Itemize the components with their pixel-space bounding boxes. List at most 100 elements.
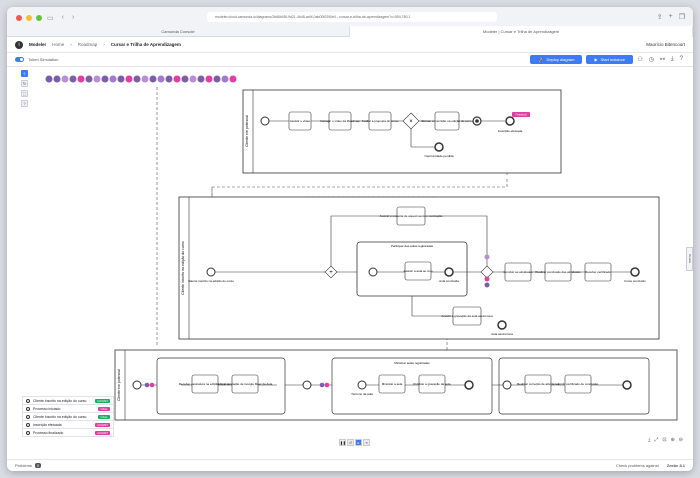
zoom-in-icon[interactable]: ⊕ — [670, 437, 675, 443]
maximize-window-button[interactable] — [36, 15, 42, 21]
event-aula-concluida: Aula concluída — [439, 279, 459, 283]
share-icon[interactable]: ⚯ — [659, 57, 665, 63]
task-enviar-google-meet[interactable]: Enviar a relação de Google Meet da Aula — [218, 382, 273, 386]
log-entry-badge: COUNT — [95, 398, 110, 403]
select-tool-icon[interactable]: ⊹ — [21, 70, 28, 77]
download-icon[interactable]: ⤓ — [648, 437, 651, 443]
minimize-window-button[interactable] — [26, 15, 32, 21]
status-right: Check problems against Zeebe 8.1 — [616, 463, 685, 468]
properties-panel-toggle[interactable]: Details — [686, 247, 693, 271]
task-avaliar-proposta[interactable]: Avaliar a proposta do curso — [362, 119, 399, 123]
event-aula-assincrona: Aula assíncrona — [491, 332, 513, 336]
play-icon: ▶ — [594, 57, 598, 62]
modeling-palette: ⊹ ↻ ⬚ ? — [21, 70, 30, 107]
event-curso-concluido: Curso concluído — [624, 279, 646, 283]
pool-3-label: Cliente em potencial — [117, 369, 121, 401]
pool-1-label: Cliente em potencial — [245, 115, 249, 147]
task-receber-assinatura[interactable]: Receber assinatura na edição do curso — [179, 382, 232, 386]
new-tab-icon[interactable]: + — [668, 13, 673, 20]
token-simulation-label: Token Simulation — [28, 57, 59, 62]
subprocess-ministrar-aulas[interactable]: Ministrar aulas registradas — [394, 361, 430, 365]
event-icon — [26, 430, 30, 435]
plus-icon: + — [329, 270, 333, 276]
nav-controls: ▭ ‹ › — [47, 14, 74, 22]
tabs-overview-icon[interactable]: ❐ — [678, 14, 685, 21]
task-publicar-gravacao[interactable]: Publicar a gravação da aula — [413, 382, 451, 386]
zoom-out-icon[interactable]: ⊖ — [678, 437, 683, 443]
task-concluir-atividades[interactable]: Concluir as atividades — [503, 270, 533, 274]
tab-console[interactable]: Camunda Console — [7, 26, 350, 37]
share-icon[interactable]: ⇪ — [656, 14, 663, 21]
pool-1[interactable]: Cliente em potencial Assistir o vídeo In… — [242, 89, 562, 174]
deploy-diagram-button[interactable]: 🚀Deploy diagram — [530, 55, 583, 64]
sidebar-icon[interactable]: ▭ — [47, 15, 54, 22]
forward-icon[interactable]: › — [71, 14, 75, 21]
tab-bar: Camunda Console Modeler | Cursar e Trilh… — [7, 26, 693, 37]
user-menu[interactable]: Maurício Bitencourt — [646, 42, 685, 47]
check-problems-label: Check problems against — [615, 463, 659, 468]
canvas-controls: ⤓ ⤢ ⊡ ⊕ ⊖ — [648, 437, 683, 443]
collaborators-icon[interactable]: ⚇ — [637, 57, 643, 63]
log-entry-label: Cliente inscrito na edição do curso — [33, 414, 87, 419]
fit-icon[interactable]: ⊡ — [662, 437, 667, 443]
task-efetuar-inscricao[interactable]: Efetuar a inscrição na edição do curso — [421, 119, 472, 123]
app-title: Modeler — [29, 42, 47, 47]
browser-window: ▭ ‹ › modeler.cloud.camunda.io/diagrams/… — [7, 7, 693, 471]
window-controls — [16, 15, 42, 21]
event-termino-aula: Término da aula — [351, 392, 373, 396]
hand-tool-icon[interactable]: ↻ — [21, 80, 28, 87]
task-material-aquecimento[interactable]: Assistir o material de aquecimento e mot… — [380, 214, 443, 218]
history-icon[interactable]: ◷ — [648, 57, 654, 63]
camunda-logo[interactable]: i — [15, 40, 23, 49]
event-inscricao-efetuada: Inscrição efetuada — [498, 129, 523, 133]
event-icon — [26, 414, 30, 419]
task-conclusao-atividades[interactable]: Realizar conclusão das atividades — [535, 270, 581, 274]
tab-modeler[interactable]: Modeler | Cursar e Trilha de Aprendizage… — [350, 26, 693, 37]
bpmn-canvas[interactable]: ⊹ ↻ ⬚ ? — [7, 67, 693, 447]
task-assistir-video[interactable]: Assistir o vídeo — [290, 119, 311, 123]
task-gravacao-aula[interactable]: Assistir a gravação da aula assíncrona — [441, 314, 493, 318]
log-icon[interactable]: ≡ — [363, 439, 370, 446]
task-aula-ao-vivo[interactable]: Assistir a aula ao vivo — [403, 269, 432, 273]
breadcrumb-diagram[interactable]: Cursar e Trilha de Aprendizagem — [110, 42, 181, 47]
log-entry-badge: COUNT — [95, 422, 110, 427]
more-icon[interactable]: ? — [679, 56, 683, 62]
event-icon — [26, 422, 30, 427]
simulation-controls: ❚❚ ↺ ▸ ≡ — [339, 439, 370, 446]
start-instance-button[interactable]: ▶Start instance — [586, 55, 633, 64]
subprocess-participar-aulas[interactable]: Participar das aulas registradas — [391, 244, 434, 248]
fullscreen-icon[interactable]: ⤢ — [654, 437, 659, 443]
log-entry-label: Processo finalizado — [33, 430, 64, 435]
reset-icon[interactable]: ↺ — [347, 439, 354, 446]
breadcrumb-home[interactable]: Home — [52, 42, 65, 47]
log-entry-badge: CALL — [98, 406, 110, 411]
address-bar[interactable]: modeler.cloud.camunda.io/diagrams/2b66b0… — [207, 12, 497, 22]
task-receber-certificado[interactable]: Receber certificado — [585, 270, 611, 274]
lasso-tool-icon[interactable]: ⬚ — [21, 90, 28, 97]
engine-version-select[interactable]: Zeebe 8.1 — [666, 463, 685, 468]
pool-3[interactable]: Cliente em potencial Receber assinatura … — [114, 349, 678, 421]
task-interagir-video[interactable]: Interagir o vídeo da Roadmap — [320, 119, 360, 123]
pause-icon[interactable]: ❚❚ — [339, 439, 346, 446]
task-emitir-certificado[interactable]: Emitir certificado de conclusão — [558, 382, 599, 386]
download-icon[interactable]: ⤓ — [671, 56, 674, 62]
problems-label[interactable]: Problems — [15, 463, 32, 468]
back-icon[interactable]: ‹ — [61, 14, 64, 21]
pool-2[interactable]: Cliente inscrito na edição do curso Clie… — [178, 196, 660, 340]
diagram-toolbar: Token Simulation 🚀Deploy diagram ▶Start … — [7, 53, 693, 67]
browser-actions: ⇪ + ❐ — [657, 13, 685, 21]
token-simulation-toggle[interactable] — [15, 57, 24, 62]
help-tool-icon[interactable]: ? — [21, 100, 28, 107]
event-icon — [26, 406, 30, 411]
breadcrumb-roadmap[interactable]: Roadmap — [77, 42, 98, 47]
finished-badge: Finished — [515, 113, 527, 117]
close-window-button[interactable] — [16, 15, 22, 21]
event-icon — [26, 398, 30, 403]
gateway-parallel[interactable] — [324, 265, 338, 279]
task-ministrar-aula[interactable]: Ministrar a aula — [382, 382, 403, 386]
start-instance-label: Start instance — [600, 57, 625, 62]
task-correcao-atividades[interactable]: Realizar correção de atividades — [517, 382, 560, 386]
speed-icon[interactable]: ▸ — [355, 439, 362, 446]
